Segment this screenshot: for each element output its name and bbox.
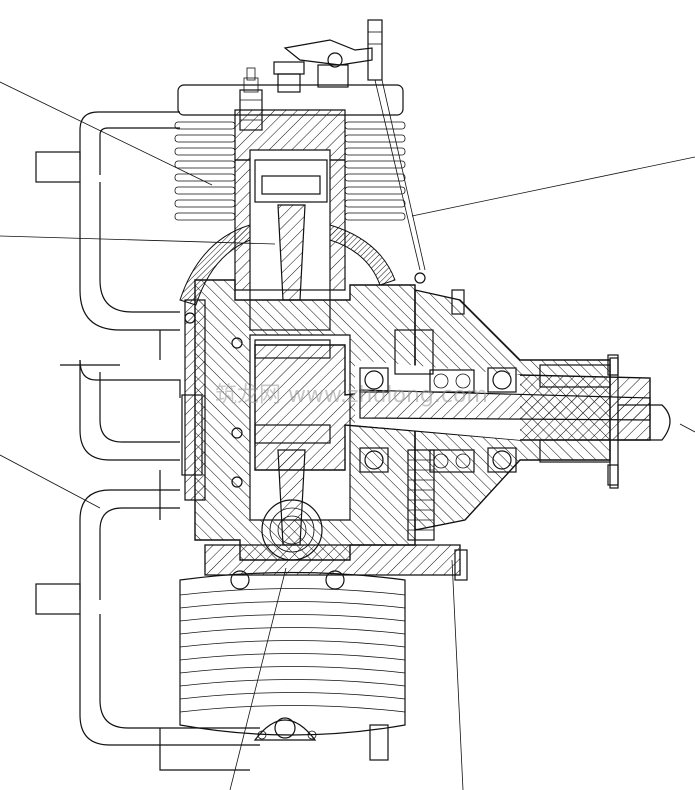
front-housing [355, 289, 671, 531]
lower-piston-rod [261, 449, 323, 561]
bearings [359, 367, 517, 473]
cam-gears [394, 329, 435, 541]
watermark: 筑龙网 www.zhulong.com [215, 383, 488, 408]
lower-flange [204, 544, 461, 590]
left-shroud [179, 224, 396, 476]
upper-cylinder-fins [174, 84, 406, 221]
exhaust-pipes [35, 111, 260, 771]
front-bolts [451, 289, 619, 581]
ports [184, 272, 426, 488]
lower-cylinder-fins [179, 571, 406, 761]
spark-plug [239, 67, 263, 131]
valve-rocker [273, 19, 426, 271]
